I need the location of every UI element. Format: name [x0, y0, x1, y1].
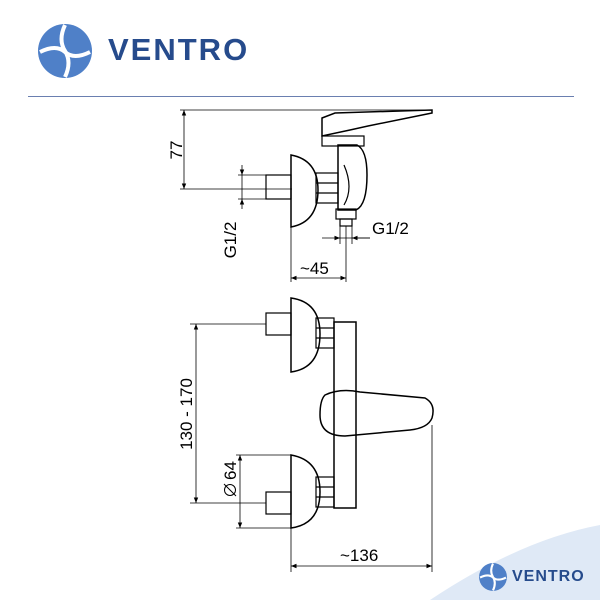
ventro-logo-icon: [38, 24, 92, 78]
dim-label-thread-right: G1/2: [372, 219, 409, 238]
dim-label-thread-left: G1/2: [221, 222, 240, 259]
ventro-logo-small-icon: [479, 563, 507, 591]
dim-label-width: ~136: [340, 546, 378, 565]
header-divider: [28, 96, 574, 97]
diameter-symbol-icon: [224, 484, 236, 496]
dim-label-77: 77: [167, 141, 186, 160]
brand-name-footer: VENTRO: [512, 568, 585, 585]
brand-header: VENTRO: [36, 22, 296, 82]
front-view: [190, 297, 434, 572]
dim-label-depth: ~45: [300, 259, 329, 278]
decorative-swoosh: [430, 525, 600, 600]
dim-label-diameter: 64: [221, 461, 240, 480]
brand-footer: VENTRO: [478, 562, 598, 592]
brand-name: VENTRO: [108, 32, 250, 67]
dim-label-spacing: 130 - 170: [177, 378, 196, 450]
side-view: [180, 109, 433, 282]
